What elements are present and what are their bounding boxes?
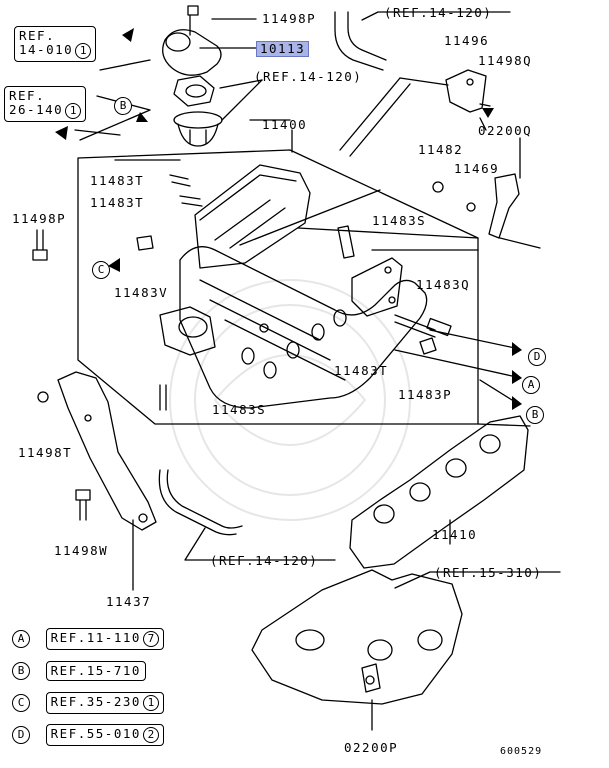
legend-key-d: D (12, 726, 30, 744)
legend-ref-c-num: 1 (142, 695, 159, 711)
ref-label-14-120-bottom[interactable]: (REF.14-120) (210, 553, 319, 568)
intake-manifold (159, 164, 428, 409)
part-label-11410[interactable]: 11410 (432, 527, 478, 542)
legend-ref-b: REF.15-710 (45, 660, 146, 681)
part-label-11483s-a[interactable]: 11483S (372, 213, 427, 228)
legend-ref-d-num: 2 (142, 727, 159, 743)
part-label-11469[interactable]: 11469 (454, 161, 500, 176)
ref-box-26-140-line2: 26-140 (9, 102, 64, 117)
part-label-11482[interactable]: 11482 (418, 142, 464, 157)
manifold-stay (57, 371, 157, 531)
legend-ref-b-text: REF.15-710 (50, 662, 141, 678)
hose-top (334, 11, 387, 71)
part-label-11498q[interactable]: 11498Q (478, 53, 533, 68)
ref-label-15-310[interactable]: (REF.15-310) (434, 565, 543, 580)
connector-a-right[interactable]: A (522, 376, 540, 394)
legend-ref-a-text: REF.11-110 (50, 630, 141, 645)
part-label-11483t-c[interactable]: 11483T (334, 363, 389, 378)
ref-label-14-120-mid[interactable]: (REF.14-120) (254, 69, 363, 84)
part-label-11483t-b[interactable]: 11483T (90, 195, 145, 210)
part-label-11496[interactable]: 11496 (444, 33, 490, 48)
ref-box-14-010-num: 1 (75, 43, 92, 59)
bolt-11498p-left (32, 229, 48, 261)
legend-ref-a-num: 7 (142, 631, 159, 647)
manifold-bracket (351, 257, 403, 317)
water-outlet-fitting (162, 5, 222, 76)
legend-ref-c-text: REF.35-230 (50, 694, 141, 709)
part-label-02200p[interactable]: 02200P (344, 740, 399, 755)
ref-label-14-120-top[interactable]: (REF.14-120) (384, 5, 493, 20)
legend-ref-d-text: REF.55-010 (50, 726, 141, 741)
part-label-11483q[interactable]: 11483Q (416, 277, 471, 292)
exhaust-manifold (251, 569, 463, 705)
part-label-10113-highlighted[interactable]: 10113 (256, 41, 310, 57)
legend-key-a: A (12, 630, 30, 648)
part-label-11498t[interactable]: 11498T (18, 445, 73, 460)
diagram-code: 600529 (500, 746, 543, 757)
bolt-11498w (75, 489, 91, 521)
hose-bottom (158, 469, 243, 536)
part-label-11483v[interactable]: 11483V (114, 285, 169, 300)
part-label-02200q[interactable]: 02200Q (478, 123, 533, 138)
connector-b-right[interactable]: B (526, 406, 544, 424)
gasket-top (173, 75, 215, 107)
part-label-11483s-b[interactable]: 11483S (212, 402, 267, 417)
part-label-11498p-left[interactable]: 11498P (12, 211, 67, 226)
watermark (169, 279, 411, 521)
part-label-11437[interactable]: 11437 (106, 594, 152, 609)
connector-b-top[interactable]: B (114, 97, 132, 115)
part-label-11498w[interactable]: 11498W (54, 543, 109, 558)
connector-d-right[interactable]: D (528, 348, 546, 366)
ref-box-26-140-line1: REF. (9, 88, 46, 103)
bracket-11496 (445, 69, 487, 113)
legend-key-c: C (12, 694, 30, 712)
ref-box-14-010-line2: 14-010 (19, 42, 74, 57)
ref-box-26-140-num: 1 (65, 103, 82, 119)
thermostat (173, 111, 223, 147)
bracket-02200q (488, 173, 520, 239)
legend-row-b[interactable]: B REF.15-710 (12, 660, 146, 681)
part-label-11483p[interactable]: 11483P (398, 387, 453, 402)
legend-key-b: B (12, 661, 30, 680)
part-label-11498p-top[interactable]: 11498P (262, 11, 317, 26)
part-label-11400[interactable]: 11400 (262, 117, 308, 132)
part-label-11483t-a[interactable]: 11483T (90, 173, 145, 188)
connector-c-left[interactable]: C (92, 261, 110, 279)
exhaust-gasket (349, 415, 529, 569)
ref-box-14-010-line1: REF. (19, 28, 56, 43)
